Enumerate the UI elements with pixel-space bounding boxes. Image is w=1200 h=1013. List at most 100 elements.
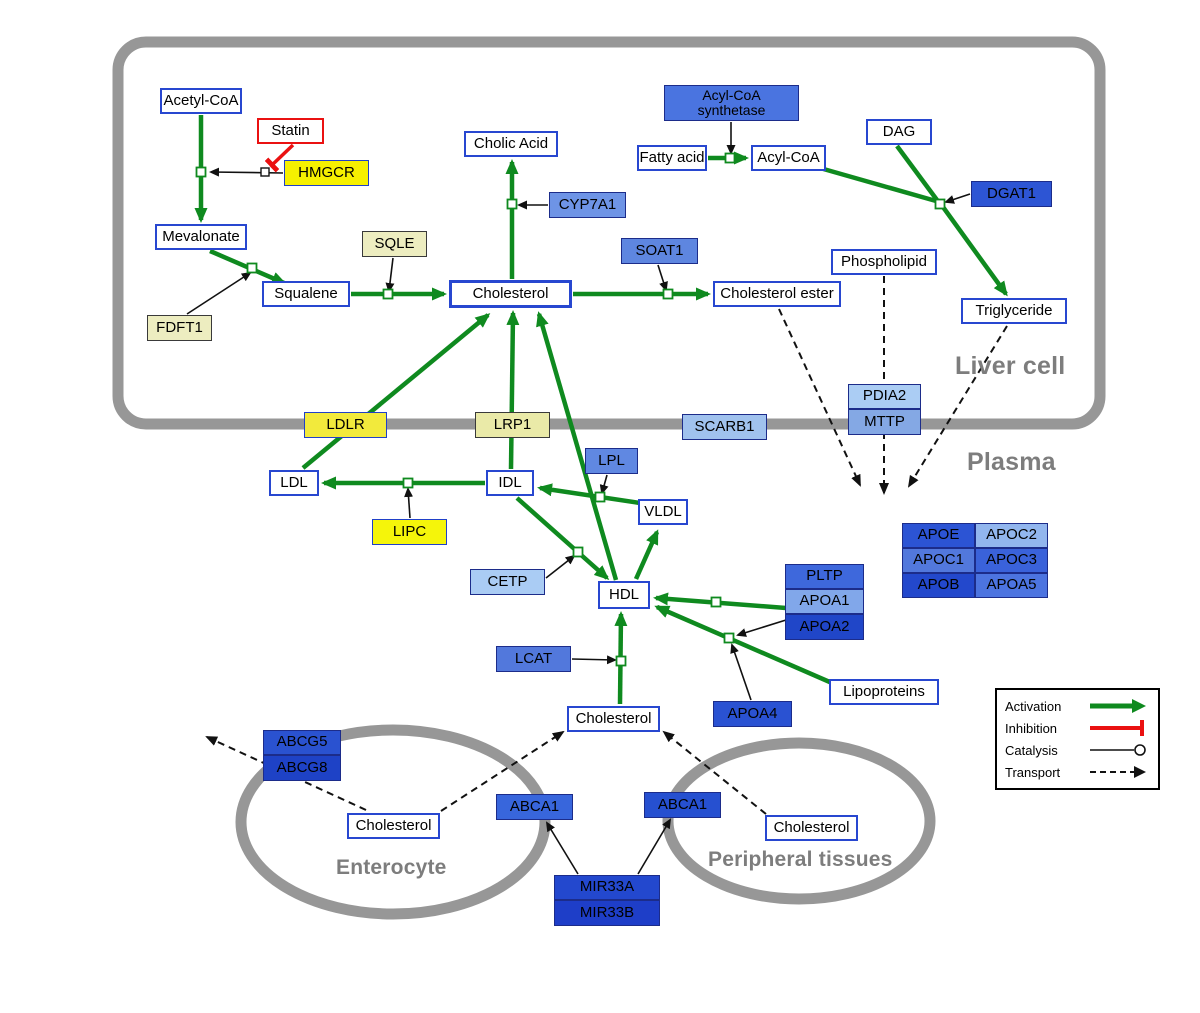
node-apoa4[interactable]: APOA4 <box>713 701 792 727</box>
node-apoa2[interactable]: APOA2 <box>785 614 864 640</box>
edge-lipoproteins-to-hdl-lower <box>654 604 833 686</box>
node-sqle[interactable]: SQLE <box>362 231 427 257</box>
node-soat1[interactable]: SOAT1 <box>621 238 698 264</box>
compartment-shapes <box>112 36 1106 920</box>
node-cholesterol-ester[interactable]: Cholesterol ester <box>713 281 841 307</box>
reaction-node <box>723 632 735 644</box>
edge-hdl-to-cholesterol <box>536 311 619 581</box>
node-ldl[interactable]: LDL <box>269 470 319 496</box>
edge-mir33-to-abca1-enterocyte <box>545 821 579 875</box>
edge-dag-to-dgat-junction <box>895 144 939 202</box>
node-acyl-coa[interactable]: Acyl-CoA <box>751 145 826 171</box>
node-vldl[interactable]: VLDL <box>638 499 688 525</box>
node-cholesterol-peripheral[interactable]: Cholesterol <box>765 815 858 841</box>
node-cholesterol-liver[interactable]: Cholesterol <box>449 280 572 308</box>
node-pdia2[interactable]: PDIA2 <box>848 384 921 409</box>
legend-row-inhibition: Inhibition <box>1005 719 1150 737</box>
node-lcat[interactable]: LCAT <box>496 646 571 672</box>
reaction-node <box>615 655 627 667</box>
edge-cetp-catalysis <box>545 554 576 579</box>
node-hmgcr[interactable]: HMGCR <box>284 160 369 186</box>
node-abca1-enterocyte[interactable]: ABCA1 <box>496 794 573 820</box>
plasma-label: Plasma <box>967 448 1056 476</box>
reaction-node <box>710 596 722 608</box>
node-abca1-peripheral[interactable]: ABCA1 <box>644 792 721 818</box>
node-phospholipid[interactable]: Phospholipid <box>831 249 937 275</box>
legend-row-transport: Transport <box>1005 763 1150 781</box>
reaction-node <box>724 152 736 164</box>
node-lpl[interactable]: LPL <box>585 448 638 474</box>
liver-cell-label: Liver cell <box>955 352 1066 380</box>
legend-activation-label: Activation <box>1005 698 1062 714</box>
node-lrp1[interactable]: LRP1 <box>475 412 550 438</box>
reaction-node <box>572 546 584 558</box>
node-apoc1[interactable]: APOC1 <box>902 548 975 573</box>
legend-transport-label: Transport <box>1005 764 1061 780</box>
edge-statin-inhibition <box>264 143 295 173</box>
node-abcg8[interactable]: ABCG8 <box>263 755 341 781</box>
node-apoa1[interactable]: APOA1 <box>785 589 864 614</box>
transport-arrow-icon <box>1090 766 1146 778</box>
node-cholesterol-plasma[interactable]: Cholesterol <box>567 706 660 732</box>
reaction-node <box>594 491 606 503</box>
node-apoa5[interactable]: APOA5 <box>975 573 1048 598</box>
peripheral-tissues-label: Peripheral tissues <box>708 848 893 871</box>
node-fatty-acid[interactable]: Fatty acid <box>637 145 707 171</box>
node-apoc2[interactable]: APOC2 <box>975 523 1048 548</box>
legend: Activation Inhibition Catalysis Transpor… <box>995 688 1160 790</box>
reaction-node <box>402 477 414 489</box>
reaction-node <box>662 288 674 300</box>
edge-idl-to-cholesterol-via-lrp1 <box>506 310 520 470</box>
node-mttp[interactable]: MTTP <box>848 409 921 435</box>
edge-cholesterol-ester-transport <box>778 308 861 487</box>
node-apoc3[interactable]: APOC3 <box>975 548 1048 573</box>
node-cholic-acid[interactable]: Cholic Acid <box>464 131 558 157</box>
node-apob[interactable]: APOB <box>902 573 975 598</box>
edge-junction-to-triglyceride <box>941 205 1008 297</box>
node-triglyceride[interactable]: Triglyceride <box>961 298 1067 324</box>
node-hdl[interactable]: HDL <box>598 581 650 609</box>
node-mir33a[interactable]: MIR33A <box>554 875 660 900</box>
enterocyte-label: Enterocyte <box>336 856 447 879</box>
node-apoe[interactable]: APOE <box>902 523 975 548</box>
edge-apoa4-catalysis <box>730 643 752 701</box>
node-ldlr[interactable]: LDLR <box>304 412 387 438</box>
edge-lipc-catalysis <box>404 487 414 519</box>
node-idl[interactable]: IDL <box>486 470 534 496</box>
node-lipoproteins[interactable]: Lipoproteins <box>829 679 939 705</box>
node-cyp7a1[interactable]: CYP7A1 <box>549 192 626 218</box>
edge-apoa-stack-catalysis <box>736 619 787 637</box>
edge-soat1-catalysis <box>657 264 668 292</box>
legend-row-catalysis: Catalysis <box>1005 741 1150 759</box>
legend-catalysis-label: Catalysis <box>1005 742 1058 758</box>
reaction-node <box>934 198 946 210</box>
node-lipc[interactable]: LIPC <box>372 519 447 545</box>
edge-vldl-to-idl <box>537 483 641 506</box>
node-mir33b[interactable]: MIR33B <box>554 900 660 926</box>
inhibition-tbar-icon <box>1090 720 1144 736</box>
edge-hdl-to-vldl <box>633 529 660 580</box>
reaction-node <box>195 166 207 178</box>
edge-lcat-catalysis <box>571 655 617 665</box>
node-dag[interactable]: DAG <box>866 119 932 145</box>
node-mevalonate[interactable]: Mevalonate <box>155 224 247 250</box>
edge-hmgcr-catalysis <box>209 167 284 177</box>
node-abcg5[interactable]: ABCG5 <box>263 730 341 755</box>
inhibition-anchor <box>260 167 270 177</box>
node-pltp[interactable]: PLTP <box>785 564 864 589</box>
node-dgat1[interactable]: DGAT1 <box>971 181 1052 207</box>
node-squalene[interactable]: Squalene <box>262 281 350 307</box>
edge-idl-to-hdl-via-cetp <box>515 496 610 580</box>
edge-dgat1-catalysis <box>944 193 971 204</box>
edge-mir33-to-abca1-peripheral <box>637 818 672 875</box>
node-fdft1[interactable]: FDFT1 <box>147 315 212 341</box>
node-cetp[interactable]: CETP <box>470 569 545 595</box>
legend-inhibition-label: Inhibition <box>1005 720 1058 736</box>
node-cholesterol-enterocyte[interactable]: Cholesterol <box>347 813 440 839</box>
node-acetyl-coa[interactable]: Acetyl-CoA <box>160 88 242 114</box>
node-scarb1[interactable]: SCARB1 <box>682 414 767 440</box>
node-statin[interactable]: Statin <box>257 118 324 144</box>
reaction-node <box>246 262 258 274</box>
enterocyte-membrane <box>235 724 551 920</box>
